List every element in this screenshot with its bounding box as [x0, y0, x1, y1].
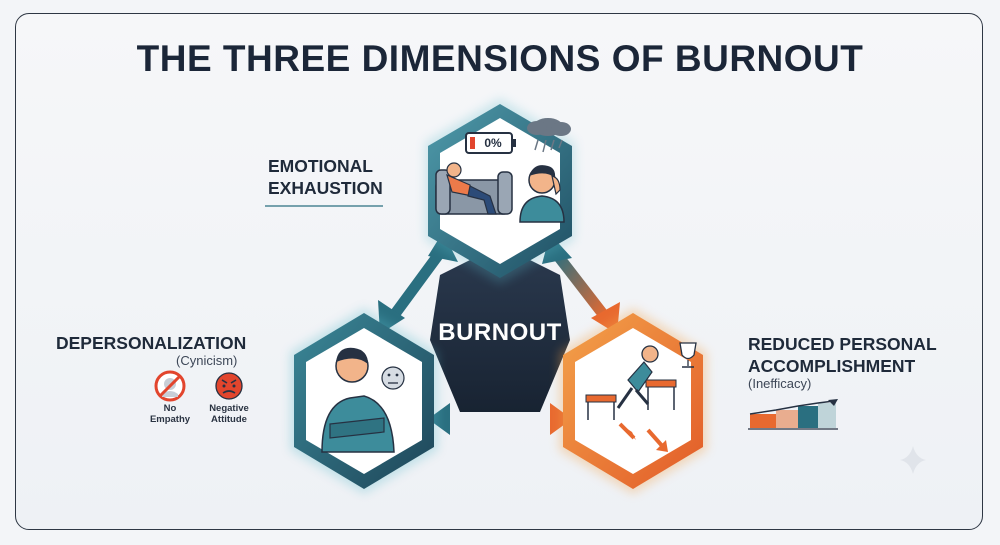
- negative-attitude-caption: Negative Attitude: [209, 403, 249, 425]
- label-line: ACCOMPLISHMENT: [748, 356, 916, 376]
- stressed-person-icon: [519, 165, 565, 223]
- angry-face-icon: [215, 372, 243, 400]
- hex-emotional-exhaustion: [425, 98, 575, 284]
- hurdles-icon: [585, 379, 677, 420]
- hex-reduced-accomplishment: [559, 308, 707, 494]
- hex-depersonalization: [290, 308, 438, 494]
- label-line: EXHAUSTION: [268, 178, 383, 198]
- label-reduced-accomplishment: REDUCED PERSONAL ACCOMPLISHMENT: [748, 333, 937, 377]
- sublabel-inefficacy: (Inefficacy): [748, 376, 812, 391]
- down-arrows-icon: [618, 422, 668, 452]
- no-empathy-caption: No Empathy: [149, 403, 191, 425]
- label-depersonalization: DEPERSONALIZATION: [56, 333, 247, 353]
- label-emotional-exhaustion: EMOTIONAL EXHAUSTION: [268, 155, 383, 199]
- rising-chart-icon: [748, 399, 838, 430]
- no-empathy-icon: [154, 370, 186, 402]
- neutral-face-icon: [381, 366, 405, 390]
- label-line: REDUCED PERSONAL: [748, 334, 937, 354]
- center-label: BURNOUT: [438, 319, 562, 346]
- crossed-arms-person-icon: [321, 347, 395, 453]
- stumbling-runner-icon: [616, 345, 659, 409]
- rain-cloud-icon: [527, 118, 571, 153]
- center-hexagon: [430, 245, 570, 412]
- tired-person-couch-icon: [435, 162, 513, 215]
- trophy-icon: [679, 342, 697, 368]
- label-line: EMOTIONAL: [268, 156, 373, 176]
- battery-text: 0%: [484, 136, 502, 150]
- sparkle-icon: [900, 446, 926, 474]
- page-title: THE THREE DIMENSIONS OF BURNOUT: [136, 38, 864, 79]
- sublabel-cynicism: (Cynicism): [176, 353, 238, 368]
